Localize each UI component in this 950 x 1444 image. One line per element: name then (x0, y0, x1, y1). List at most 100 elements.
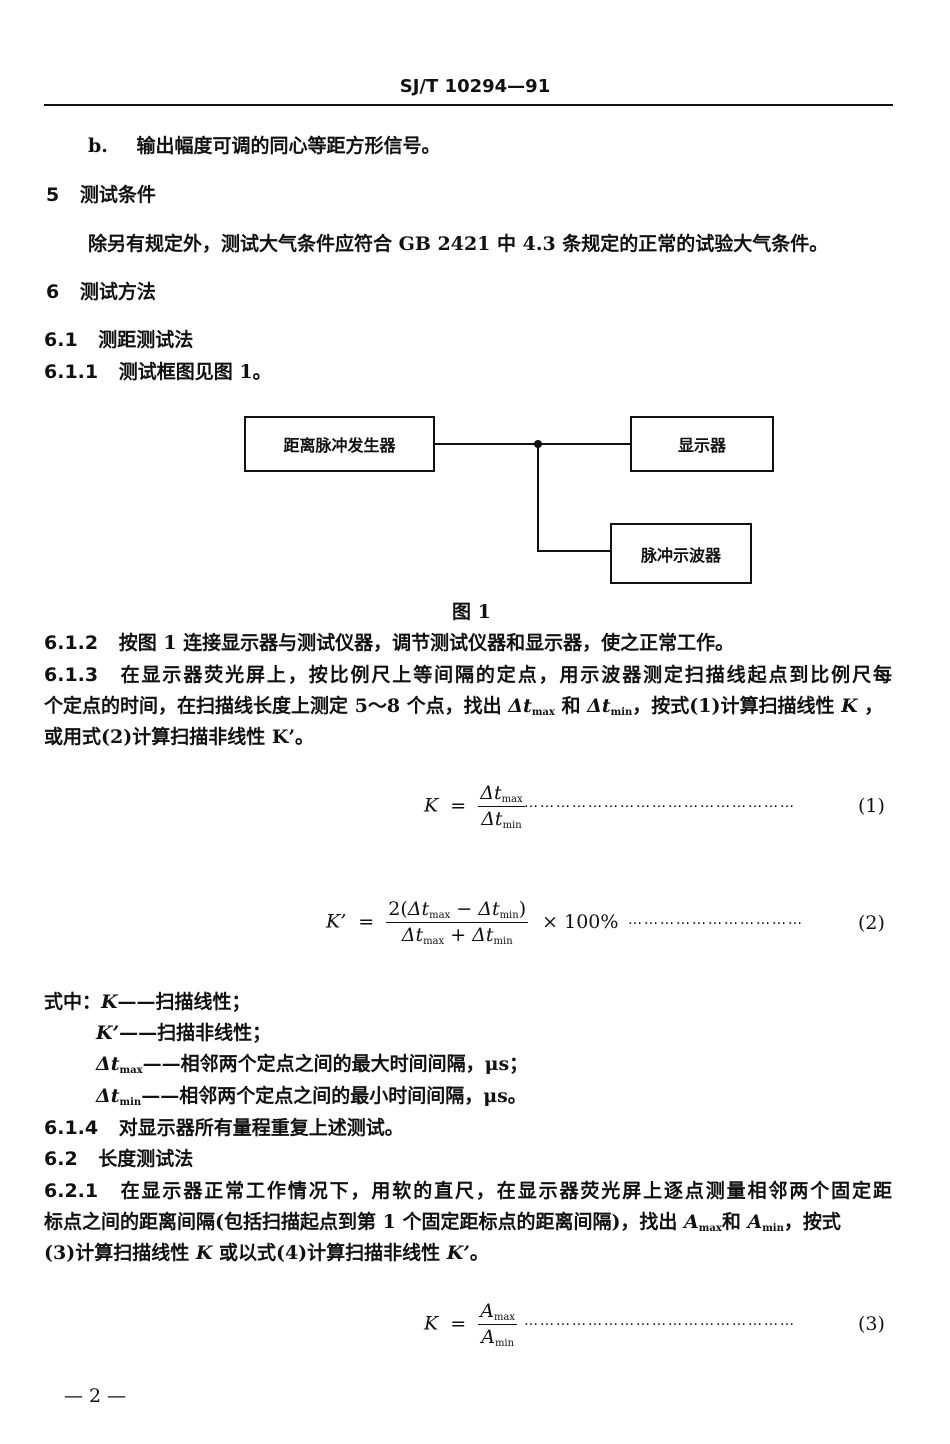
k-prime-symbol: K’ (326, 910, 347, 933)
delta-t-symbol: Δt (472, 924, 494, 946)
section-title: 测试条件 (79, 184, 156, 206)
a-symbol: A (481, 1326, 495, 1348)
delta-t-symbol: Δt (96, 1085, 120, 1107)
clause-6-1-4: 6.1.4 对显示器所有量程重复上述测试。 (44, 1113, 404, 1140)
list-item-text: 输出幅度可调的同心等距方形信号。 (136, 135, 441, 157)
text-run: (3)计算扫描线性 (44, 1242, 196, 1264)
section-number: 6 (46, 281, 60, 303)
subscript: min (494, 1338, 515, 1349)
clause-number: 6.2 (44, 1148, 78, 1170)
section-number: 5 (46, 184, 60, 206)
denominator: Δtmax + Δtmin (386, 923, 528, 947)
subscript: max (493, 1312, 516, 1323)
legend-k-prime: K’——扫描非线性； (96, 1018, 271, 1045)
clause-number: 6.1.3 (44, 664, 99, 686)
figure-caption: 图 1 (452, 601, 491, 623)
junction-dot (534, 440, 542, 448)
text-run: ，按式(1)计算扫描线性 (632, 695, 842, 717)
text-run: 2( (388, 898, 408, 920)
list-item-b: b. 输出幅度可调的同心等距方形信号。 (88, 131, 441, 158)
legend-desc: ——相邻两个定点之间的最小时间间隔，μs。 (141, 1085, 527, 1107)
subscript: min (610, 707, 633, 718)
clause-6-1-1: 6.1.1 测试框图见图 1。 (44, 357, 272, 384)
numerator: Δtmax (478, 782, 525, 807)
legend-dt-min: Δtmin——相邻两个定点之间的最小时间间隔，μs。 (96, 1081, 527, 1108)
numerator: Amax (478, 1300, 518, 1325)
legend-desc: ——相邻两个定点之间的最大时间间隔，μs； (142, 1053, 529, 1075)
text-run: ，按式 (783, 1211, 841, 1233)
delta-t-symbol: Δt (478, 898, 500, 920)
subscript: max (501, 794, 523, 805)
text-run: 标点之间的距离间隔(包括扫描起点到第 1 个固定距标点的距离间隔)，找出 (44, 1211, 685, 1233)
clause-6-2-1-line-1: 6.2.1 在显示器正常工作情况下，用软的直尺，在显示器荧光屏上逐点测量相邻两个… (44, 1176, 892, 1203)
delta-t-symbol: Δt (587, 695, 611, 717)
denominator: Δtmin (478, 807, 524, 831)
text-run: 和 (721, 1211, 748, 1233)
k-prime-symbol: K’ (96, 1022, 120, 1044)
box-display: 显示器 (630, 416, 774, 472)
wire-horizontal (433, 443, 630, 445)
subscript: min (499, 910, 519, 921)
formula-1: K = Δtmax Δtmin (424, 782, 525, 831)
box-pulse-oscilloscope: 脉冲示波器 (610, 523, 752, 584)
clause-number: 6.1.2 (44, 632, 99, 654)
formula-number: (2) (858, 912, 885, 934)
clause-6-2-1-line-2: 标点之间的距离间隔(包括扫描起点到第 1 个固定距标点的距离间隔)，找出 Ama… (44, 1207, 841, 1234)
numerator: 2(Δtmax − Δtmin) (386, 898, 529, 923)
clause-6-1-3-line-3: 或用式(2)计算扫描非线性 K’。 (44, 726, 314, 748)
section-6-heading: 6 测试方法 (46, 277, 156, 304)
text-run: + (444, 924, 473, 946)
clause-6-1-3-line-1: 6.1.3 在显示器荧光屏上，按比例尺上等间隔的定点，用示波器测定扫描线起点到比… (44, 660, 892, 687)
text-run: 。 (469, 1242, 489, 1264)
legend-dt-max: Δtmax——相邻两个定点之间的最大时间间隔，μs； (96, 1049, 528, 1076)
k-symbol: K (195, 1242, 213, 1264)
k-symbol: K (424, 1312, 439, 1335)
clause-text: 在显示器正常工作情况下，用软的直尺，在显示器荧光屏上逐点测量相邻两个固定距 (120, 1180, 892, 1202)
clause-title: 测距测试法 (98, 329, 194, 351)
subsection-6-1-heading: 6.1 测距测试法 (44, 325, 193, 352)
subscript: max (423, 936, 445, 947)
clause-6-2-1-line-3: (3)计算扫描线性 K 或以式(4)计算扫描非线性 K’。 (44, 1238, 489, 1265)
legend-desc: ——扫描线性； (117, 991, 251, 1013)
equals-sign: = (450, 1312, 467, 1335)
a-symbol: A (684, 1211, 699, 1233)
page-number: — 2 — (64, 1385, 127, 1407)
clause-number: 6.1.4 (44, 1117, 99, 1139)
section-5-body: 除另有规定外，测试大气条件应符合 GB 2421 中 4.3 条规定的正常的试验… (88, 233, 829, 255)
clause-number: 6.1 (44, 329, 78, 351)
clause-text: 对显示器所有量程重复上述测试。 (118, 1117, 404, 1139)
formula-number: (3) (858, 1313, 885, 1335)
box-distance-pulse-generator: 距离脉冲发生器 (244, 416, 435, 472)
delta-t-symbol: Δt (401, 924, 424, 946)
subscript: min (119, 1097, 142, 1108)
text-run: − (450, 898, 479, 920)
delta-t-symbol: Δt (481, 808, 503, 830)
k-symbol: K (424, 794, 439, 817)
legend-desc: ——扫描非线性； (119, 1022, 272, 1044)
legend-prefix: 式中： (44, 991, 102, 1013)
wire-to-oscilloscope (537, 550, 610, 552)
text-run: ) (518, 898, 527, 920)
wire-vertical (537, 443, 539, 551)
clause-title: 长度测试法 (98, 1148, 194, 1170)
text-run: 或以式(4)计算扫描非线性 (212, 1242, 447, 1264)
formula-3: K = Amax Amin (424, 1300, 518, 1349)
fraction: Amax Amin (478, 1300, 518, 1349)
clause-text: 测试框图见图 1。 (118, 361, 272, 383)
k-symbol: K (841, 695, 858, 717)
k-symbol: K (101, 991, 118, 1013)
clause-number: 6.1.1 (44, 361, 99, 383)
k-prime-symbol: K’ (446, 1242, 470, 1264)
clause-text: 在显示器荧光屏上，按比例尺上等间隔的定点，用示波器测定扫描线起点到比例尺每 (120, 664, 892, 686)
section-5-heading: 5 测试条件 (46, 180, 156, 207)
delta-t-symbol: Δt (407, 898, 430, 920)
delta-t-symbol: Δt (96, 1053, 120, 1075)
clause-6-1-2: 6.1.2 按图 1 连接显示器与测试仪器，调节测试仪器和显示器，使之正常工作。 (44, 628, 734, 655)
fraction: Δtmax Δtmin (478, 782, 525, 831)
text-run: 个定点的时间，在扫描线长度上测定 5～8 个点，找出 (44, 695, 509, 717)
formula-2: K’ = 2(Δtmax − Δtmin) Δtmax + Δtmin × 10… (326, 898, 618, 947)
formula-leader: …………………………………………… (524, 795, 796, 811)
subscript: min (502, 820, 522, 831)
subscript: min (762, 1223, 784, 1234)
legend-k: 式中：K——扫描线性； (44, 987, 251, 1014)
